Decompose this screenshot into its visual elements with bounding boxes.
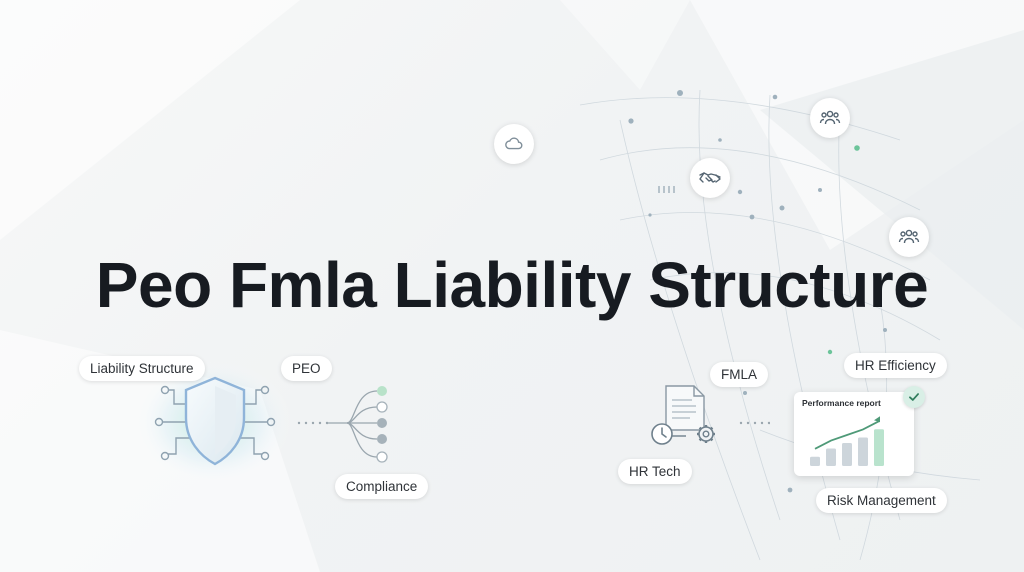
handshake-icon <box>699 172 721 183</box>
check-badge <box>903 386 925 408</box>
page-title: Peo Fmla Liability Structure <box>95 249 929 321</box>
connector-dots-left <box>297 421 328 425</box>
people-icon-right-badge <box>889 217 929 257</box>
cloud-icon <box>505 137 523 150</box>
connector-dots-right <box>739 421 770 425</box>
document-gear-icon <box>651 385 715 445</box>
check-icon <box>909 393 919 401</box>
report-trend-line <box>814 420 880 450</box>
label-liability-structure: Liability Structure <box>79 356 205 381</box>
people-icon <box>898 229 920 244</box>
handshake-icon-badge <box>690 158 730 198</box>
report-bar <box>874 429 884 466</box>
report-bar-chart <box>810 416 884 466</box>
label-hr-efficiency: HR Efficiency <box>844 353 947 378</box>
report-bar <box>826 448 836 466</box>
report-bar <box>810 456 820 466</box>
performance-report-card: Performance report <box>794 392 914 476</box>
branch-icon <box>327 386 388 463</box>
report-trend-arrow <box>874 416 880 423</box>
label-compliance: Compliance <box>335 474 429 499</box>
label-peo: PEO <box>281 356 332 381</box>
cloud-icon-badge <box>494 124 534 164</box>
report-bar <box>858 437 868 466</box>
shield-icon <box>154 376 276 466</box>
people-icon <box>819 110 841 125</box>
label-fmla: FMLA <box>710 362 769 387</box>
label-risk-management: Risk Management <box>816 488 947 513</box>
report-bar <box>842 443 852 466</box>
label-hr-tech: HR Tech <box>618 459 692 484</box>
report-title: Performance report <box>802 398 881 408</box>
people-icon-top-badge <box>810 98 850 138</box>
